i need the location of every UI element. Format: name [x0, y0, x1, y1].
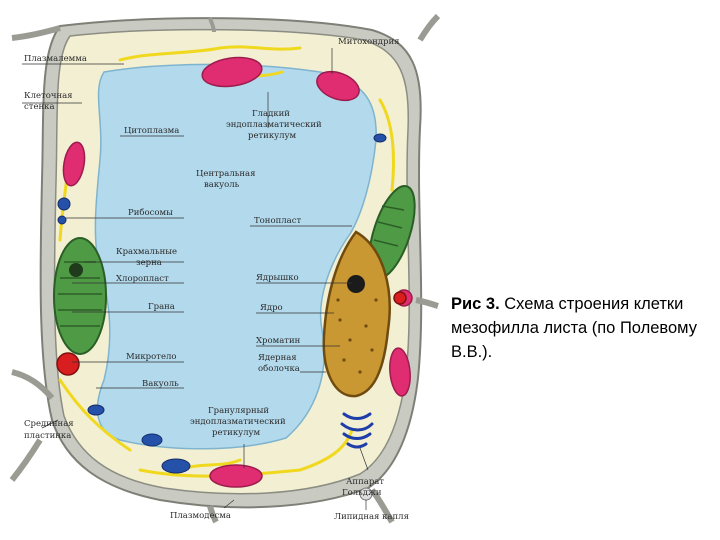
- label-vacuole: Вакуоль: [142, 379, 179, 389]
- figure-caption: Рис 3. Схема строения клетки мезофилла л…: [451, 292, 713, 364]
- label-golgi: Аппарат: [346, 477, 384, 487]
- label-plasmalemma: Плазмалемма: [24, 54, 87, 64]
- label-cell-wall-2: стенка: [24, 102, 55, 112]
- label-rough-er-3: ретикулум: [212, 428, 261, 438]
- label-starch-2: зерна: [136, 258, 162, 268]
- label-middle-lamella-2: пластинка: [24, 431, 71, 441]
- golgi-apparatus: [340, 412, 374, 449]
- label-chromatin: Хроматин: [256, 336, 301, 346]
- label-central-vacuole: Центральная: [196, 169, 255, 179]
- label-microbody: Микротело: [126, 352, 177, 362]
- label-tonoplast: Тонопласт: [254, 216, 301, 226]
- label-smooth-er-3: ретикулум: [248, 131, 297, 141]
- labels: Плазмалемма Клеточная стенка Цитоплазма …: [24, 37, 409, 522]
- label-ribosomes: Рибосомы: [128, 207, 173, 218]
- label-rough-er: Гранулярный: [208, 406, 269, 416]
- label-golgi-2: Гольджи: [342, 488, 382, 498]
- label-lipid-droplet: Липидная капля: [334, 512, 409, 522]
- nucleolus: [347, 275, 365, 293]
- label-cell-wall: Клеточная: [24, 91, 73, 101]
- leader-lines: [22, 48, 369, 510]
- label-nuclear-envelope-2: оболочка: [258, 363, 300, 374]
- label-nuclear-envelope: Ядерная: [258, 353, 297, 363]
- label-nucleus: Ядро: [260, 303, 283, 313]
- label-mitochondria: Митохондрия: [338, 37, 399, 47]
- label-chloroplast: Хлоропласт: [116, 274, 169, 284]
- caption-text: Схема строения клетки мезофилла листа (п…: [451, 295, 697, 361]
- nucleus: [322, 230, 391, 398]
- label-grana: Грана: [148, 302, 175, 312]
- label-nucleolus: Ядрышко: [256, 273, 299, 283]
- label-rough-er-2: эндоплазматический: [190, 417, 286, 427]
- label-smooth-er: Гладкий: [252, 109, 290, 119]
- label-cytoplasm: Цитоплазма: [124, 126, 179, 136]
- caption-number: Рис 3.: [451, 295, 500, 313]
- label-plasmodesma: Плазмодесма: [170, 511, 231, 521]
- label-starch: Крахмальные: [116, 247, 177, 257]
- label-smooth-er-2: эндоплазматический: [226, 120, 322, 130]
- label-central-vacuole-2: вакуоль: [204, 180, 240, 190]
- microbody: [56, 291, 407, 376]
- vesicles: [57, 133, 387, 474]
- label-middle-lamella: Срединная: [24, 419, 74, 429]
- chloroplast-left: [53, 237, 107, 355]
